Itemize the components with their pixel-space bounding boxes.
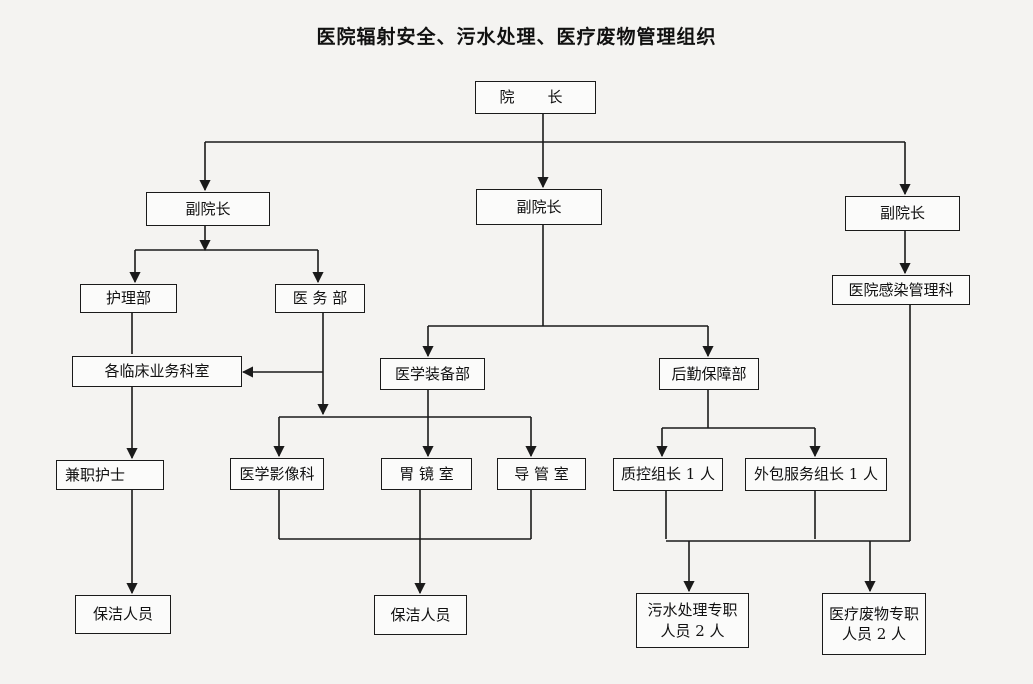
node-outsource-leader: 外包服务组长 1 人 (745, 458, 887, 491)
node-logistics-dept: 后勤保障部 (659, 358, 759, 390)
node-catheter-room: 导 管 室 (497, 458, 586, 490)
node-vp-right: 副院长 (845, 196, 960, 231)
node-medical-dept: 医 务 部 (275, 284, 365, 313)
node-sewage-staff: 污水处理专职人员 2 人 (636, 593, 749, 648)
node-waste-staff: 医疗废物专职人员 2 人 (822, 593, 926, 655)
node-gastroscopy-room: 胃 镜 室 (381, 458, 472, 490)
node-imaging-dept: 医学影像科 (230, 458, 324, 490)
node-qc-leader: 质控组长 1 人 (613, 458, 723, 491)
node-nursing-dept: 护理部 (80, 284, 177, 313)
node-part-time-nurse: 兼职护士 (56, 460, 164, 490)
node-cleaner-center: 保洁人员 (374, 595, 467, 635)
node-president: 院 长 (475, 81, 596, 114)
node-clinical-depts: 各临床业务科室 (72, 356, 242, 387)
node-vp-left: 副院长 (146, 192, 270, 226)
node-vp-center: 副院长 (476, 189, 602, 225)
node-equipment-dept: 医学装备部 (380, 358, 485, 390)
chart-title: 医院辐射安全、污水处理、医疗废物管理组织 (316, 26, 717, 48)
node-cleaner-left: 保洁人员 (75, 595, 171, 634)
node-infection-control: 医院感染管理科 (832, 275, 970, 305)
